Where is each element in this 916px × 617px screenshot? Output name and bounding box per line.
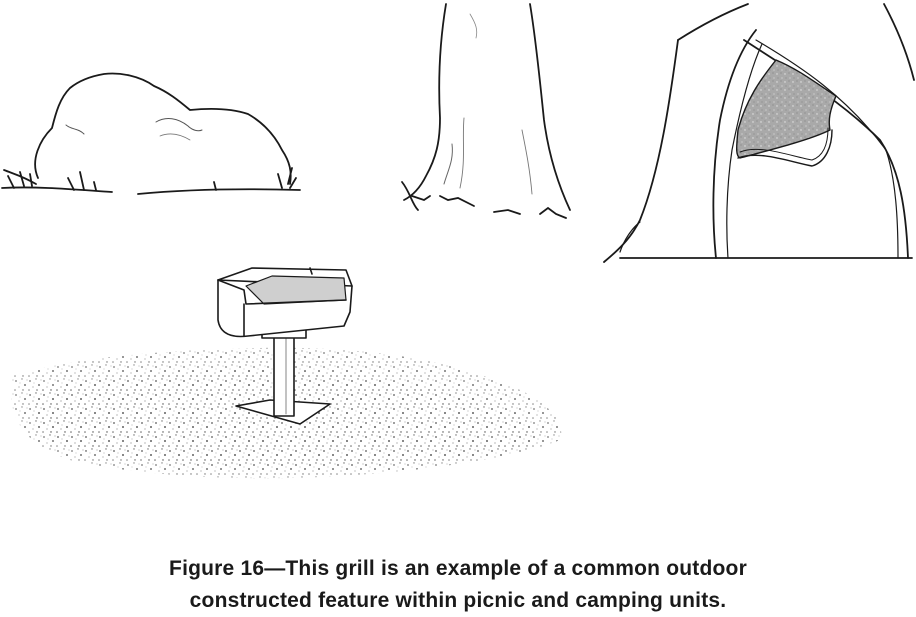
caption-line-2: constructed feature within picnic and ca… [189,589,727,612]
caption-line-1: Figure 16—This grill is an example of a … [169,557,747,580]
figure-caption: Figure 16—This grill is an example of a … [0,553,916,617]
boulder-illustration [1,72,301,195]
grill-illustration [217,267,353,425]
tent-illustration [603,3,915,263]
figure-illustration [1,3,915,479]
tree-trunk-illustration [401,3,571,219]
